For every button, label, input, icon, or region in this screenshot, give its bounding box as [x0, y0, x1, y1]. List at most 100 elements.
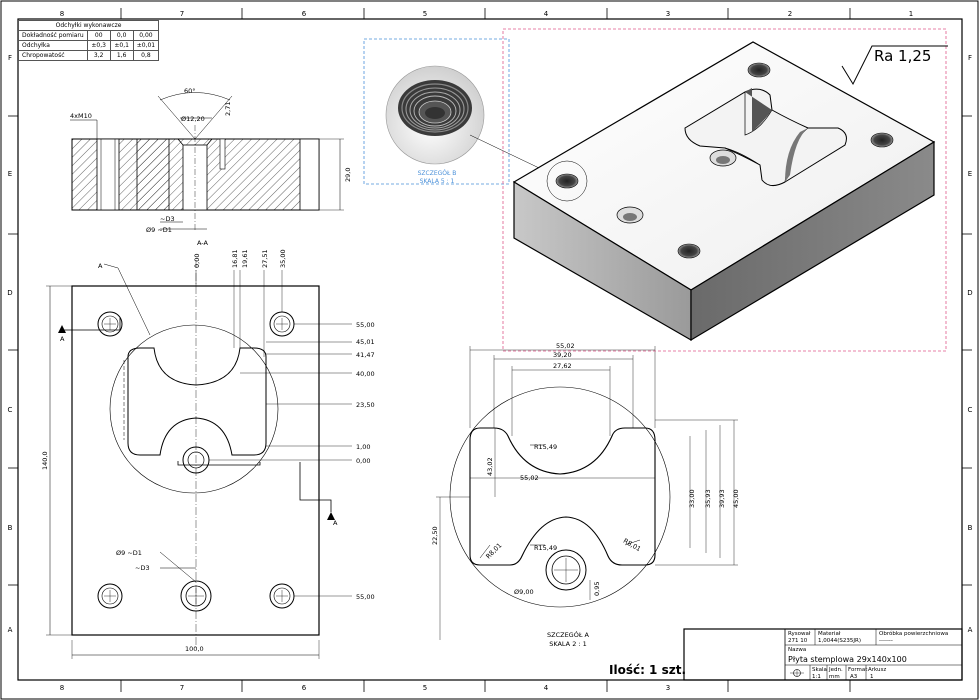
detail-a-dim-right-0: 33,00 — [688, 489, 696, 508]
tb-surface-value: ------- — [879, 638, 893, 644]
zone-col-3: 3 — [666, 10, 670, 18]
tolerance-cell: ±0,01 — [132, 40, 160, 51]
top-d1-label: Ø9 ~D1 — [146, 226, 172, 234]
front-d1-label: Ø9 ~D1 — [116, 549, 142, 557]
tb-sheet-value: 1 — [870, 674, 874, 680]
isometric-view — [512, 41, 936, 342]
quantity-label: Ilość: 1 szt. — [609, 663, 687, 677]
detail-a-r1: R15,49 — [534, 443, 557, 451]
detail-a-view — [436, 346, 738, 640]
roughness-symbol — [841, 45, 948, 86]
tolerance-row-label: Odchyłka — [18, 40, 88, 51]
ord-right-5: 1,00 — [356, 443, 370, 451]
detail-a-hole-dim: Ø9,00 — [514, 588, 534, 596]
tb-scale-label: Skala — [812, 667, 827, 673]
zone-row-a: A — [8, 626, 13, 634]
zone-col-7: 7 — [180, 10, 184, 18]
thread-label: 4xM10 — [70, 112, 92, 120]
front-view — [46, 260, 352, 659]
zone-row-c: C — [8, 406, 13, 414]
top-d3-label: ~D3 — [160, 215, 175, 223]
section-aa-label: A-A — [197, 239, 209, 247]
tb-name-label: Nazwa — [788, 647, 807, 653]
front-d3-label: ~D3 — [135, 564, 150, 572]
zone-col-8-bottom: 8 — [60, 684, 64, 692]
tolerance-cell: 0,8 — [132, 50, 160, 61]
zone-col-6: 6 — [302, 10, 307, 18]
zone-row-b-right: B — [968, 524, 973, 532]
zone-col-3-bottom: 3 — [666, 684, 670, 692]
tolerance-cell: ±0,3 — [86, 40, 111, 51]
detail-a-dim-top-2: 27,62 — [553, 362, 572, 370]
zone-row-f: F — [8, 54, 12, 62]
ord-top-2: 19,61 — [241, 249, 249, 268]
tb-unit-value: mm — [829, 674, 840, 680]
zone-row-e-right: E — [968, 170, 972, 178]
tolerance-cell: 1,6 — [109, 50, 134, 61]
detail-b-caption: SZCZEGÓŁ B — [418, 170, 457, 177]
zone-col-8: 8 — [60, 10, 64, 18]
tolerance-table: Odchyłki wykonawcze Dokładność pomiaru 0… — [17, 20, 160, 61]
zone-col-5-bottom: 5 — [423, 684, 427, 692]
iso-frame — [502, 28, 947, 352]
zone-col-1: 1 — [909, 10, 913, 18]
tb-scale-value: 1:1 — [812, 674, 821, 680]
detail-a-scale: SKALA 2 : 1 — [549, 640, 587, 648]
depth-label: 2,71 — [224, 102, 232, 116]
section-arrow-a-right: A — [333, 519, 338, 527]
ord-top-3: 27,51 — [261, 249, 269, 268]
tolerance-table-title: Odchyłki wykonawcze — [17, 20, 160, 31]
detail-a-dim-left-0: 43,02 — [486, 457, 494, 476]
detail-a-dim-top-0: 55,02 — [556, 342, 575, 350]
section-arrows — [58, 325, 335, 520]
width-dim-label: 100,0 — [185, 645, 204, 653]
roughness-label: Ra 1,25 — [874, 47, 932, 65]
ord-right-6: 0,00 — [356, 457, 370, 465]
ord-right-3: 40,00 — [356, 370, 375, 378]
countersink-dia-label: Ø12,20 — [181, 115, 205, 123]
section-view-aa — [70, 92, 344, 232]
zone-col-2: 2 — [788, 10, 792, 18]
detail-a-dim-right-3: 45,00 — [732, 489, 740, 508]
ord-right-7: 55,00 — [356, 593, 375, 601]
ord-right-4: 23,50 — [356, 401, 375, 409]
tolerance-cell: 00 — [86, 30, 111, 41]
detail-b-view — [385, 65, 485, 165]
detail-a-r2: R15,49 — [534, 544, 557, 552]
section-height-label: 29,0 — [344, 168, 352, 182]
ord-right-0: 55,00 — [356, 321, 375, 329]
tb-format-value: A3 — [850, 674, 858, 680]
title-block — [683, 628, 963, 681]
tb-material-label: Materiał — [818, 631, 841, 637]
zone-row-f-right: F — [968, 54, 972, 62]
detail-a-r3: R8,01 — [484, 541, 503, 560]
zone-ticks — [8, 8, 972, 692]
tb-material-value: 1,0044(S235JR) — [818, 638, 861, 644]
detail-a-dim-top-1: 39,20 — [553, 351, 572, 359]
detail-a-r4: R8,01 — [622, 537, 642, 553]
tb-name-value: Płyta stemplowa 29x140x100 — [788, 655, 907, 664]
zone-row-d-right: D — [967, 289, 972, 297]
detail-a-dim-right-1: 35,93 — [704, 489, 712, 508]
ord-top-0: 0,00 — [193, 254, 201, 268]
tb-drawn-label: Rysował — [788, 631, 811, 637]
zone-row-d: D — [7, 289, 12, 297]
zone-col-7-bottom: 7 — [180, 684, 184, 692]
tb-format-label: Format — [848, 667, 868, 673]
tb-drawn-value: 271 10 — [788, 638, 808, 644]
zone-row-c-right: C — [968, 406, 973, 414]
zone-row-e: E — [8, 170, 12, 178]
height-dim-label: 140,0 — [41, 451, 49, 470]
section-arrow-a-left: A — [60, 335, 65, 343]
tb-surface-label: Obróbka powierzchniowa — [879, 631, 949, 637]
tolerance-row-label: Dokładność pomiaru — [18, 30, 88, 41]
tb-unit-label: Jedn. — [829, 667, 843, 673]
zone-col-4: 4 — [544, 10, 549, 18]
detail-a-caption: SZCZEGÓŁ A — [547, 630, 590, 639]
zone-row-b: B — [8, 524, 13, 532]
zone-col-4-bottom: 4 — [544, 684, 549, 692]
detail-a-small-dim: 0,95 — [593, 582, 601, 596]
tolerance-cell: 0,00 — [132, 30, 160, 41]
table-row: Odchyłka ±0,3 ±0,1 ±0,01 — [18, 40, 160, 51]
